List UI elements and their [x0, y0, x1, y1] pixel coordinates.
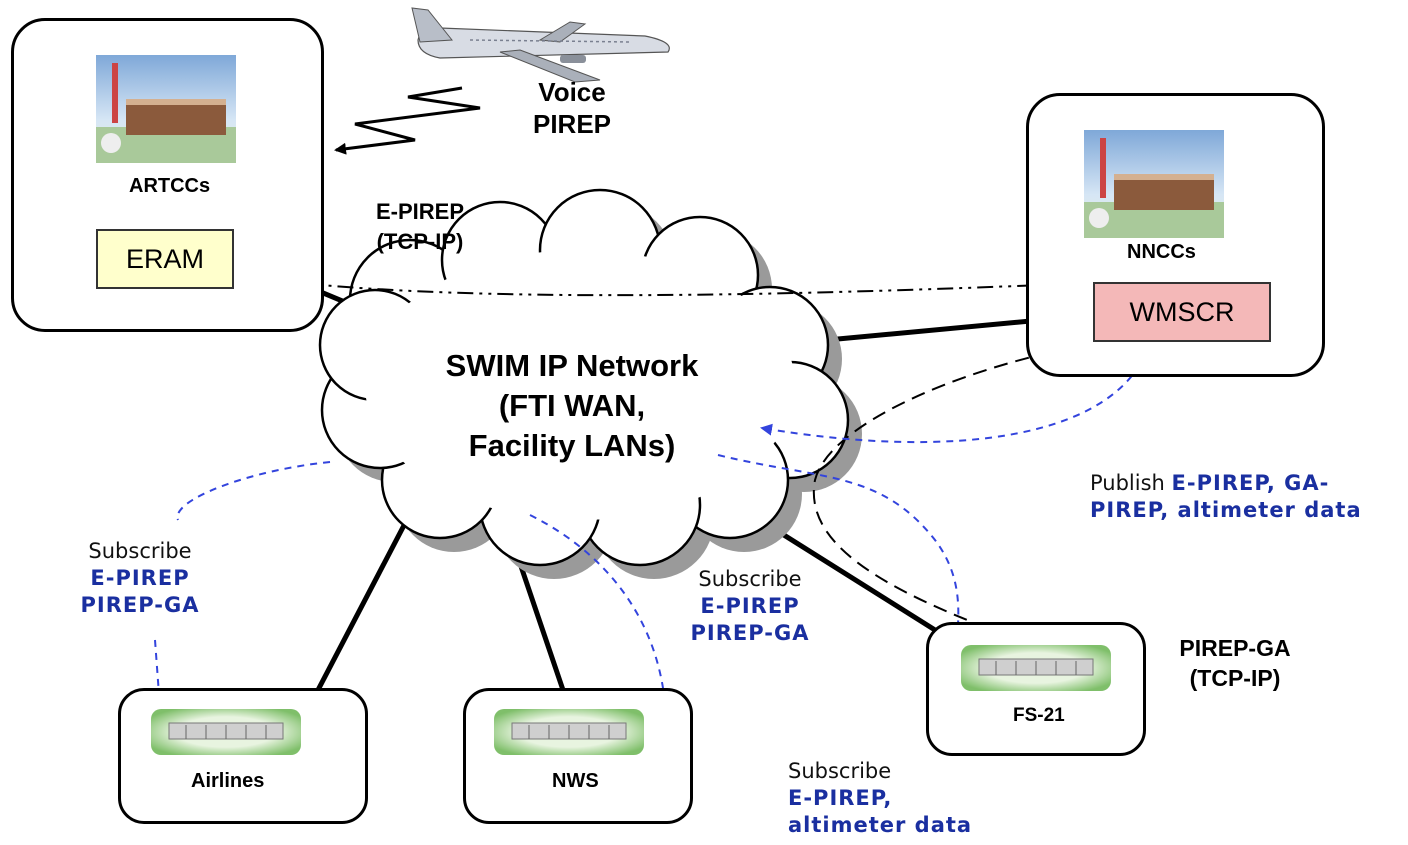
subscribe-nws-annotation: Subscribe E-PIREP PIREP-GA	[690, 567, 810, 645]
fs21-label: FS-21	[1013, 705, 1065, 726]
network-label: SWIM IP Network (FTI WAN, Facility LANs)	[412, 346, 732, 466]
eram-label: ERAM	[125, 243, 204, 274]
nws-label: NWS	[552, 770, 599, 792]
fs21-sub-arrow	[717, 454, 961, 670]
subscribe-airlines-annotation: Subscribe E-PIREP PIREP-GA	[80, 539, 200, 617]
link-network-fs21	[758, 517, 937, 633]
network-line-3: Facility LANs)	[468, 428, 676, 463]
building-image-icon	[494, 709, 644, 755]
artccs-label: ARTCCs	[129, 175, 211, 197]
wmscr-label: WMSCR	[1129, 296, 1235, 327]
wmscr-system: WMSCR	[1093, 282, 1271, 342]
facility-image-icon	[1084, 130, 1224, 238]
nws-box: NWS	[463, 688, 693, 824]
publish-annotation: Publish E-PIREP, GA- PIREP, altimeter da…	[1090, 471, 1362, 522]
network-line-2: (FTI WAN,	[498, 388, 646, 423]
network-line-1: SWIM IP Network	[445, 348, 699, 383]
link-network-airlines	[315, 508, 415, 692]
voice-pirep-label: Voice PIREP	[532, 77, 612, 139]
subscribe-fs21-annotation: Subscribe E-PIREP, altimeter data	[788, 759, 973, 837]
building-image-icon	[961, 645, 1111, 691]
aircraft-icon	[411, 7, 670, 83]
facility-image-icon	[96, 55, 236, 163]
cloud-fill	[365, 250, 795, 520]
eram-system: ERAM	[96, 229, 234, 289]
building-image-icon	[151, 709, 301, 755]
epirep-label: E-PIREP (TCP-IP)	[375, 199, 465, 254]
fs21-box: FS-21	[926, 622, 1146, 756]
wmscr-fs21-arrow	[812, 332, 1126, 668]
nnccs-label: NNCCs	[1127, 241, 1196, 263]
voice-link-arrow	[334, 86, 481, 155]
airlines-box: Airlines	[118, 688, 368, 824]
airlines-label: Airlines	[191, 770, 265, 792]
eram-to-wmscr-arrow	[257, 277, 1090, 297]
publish-arrow	[760, 341, 1151, 444]
airlines-sub-arrow-top	[176, 461, 331, 521]
pirep-ga-label: PIREP-GA (TCP-IP)	[1179, 635, 1291, 691]
